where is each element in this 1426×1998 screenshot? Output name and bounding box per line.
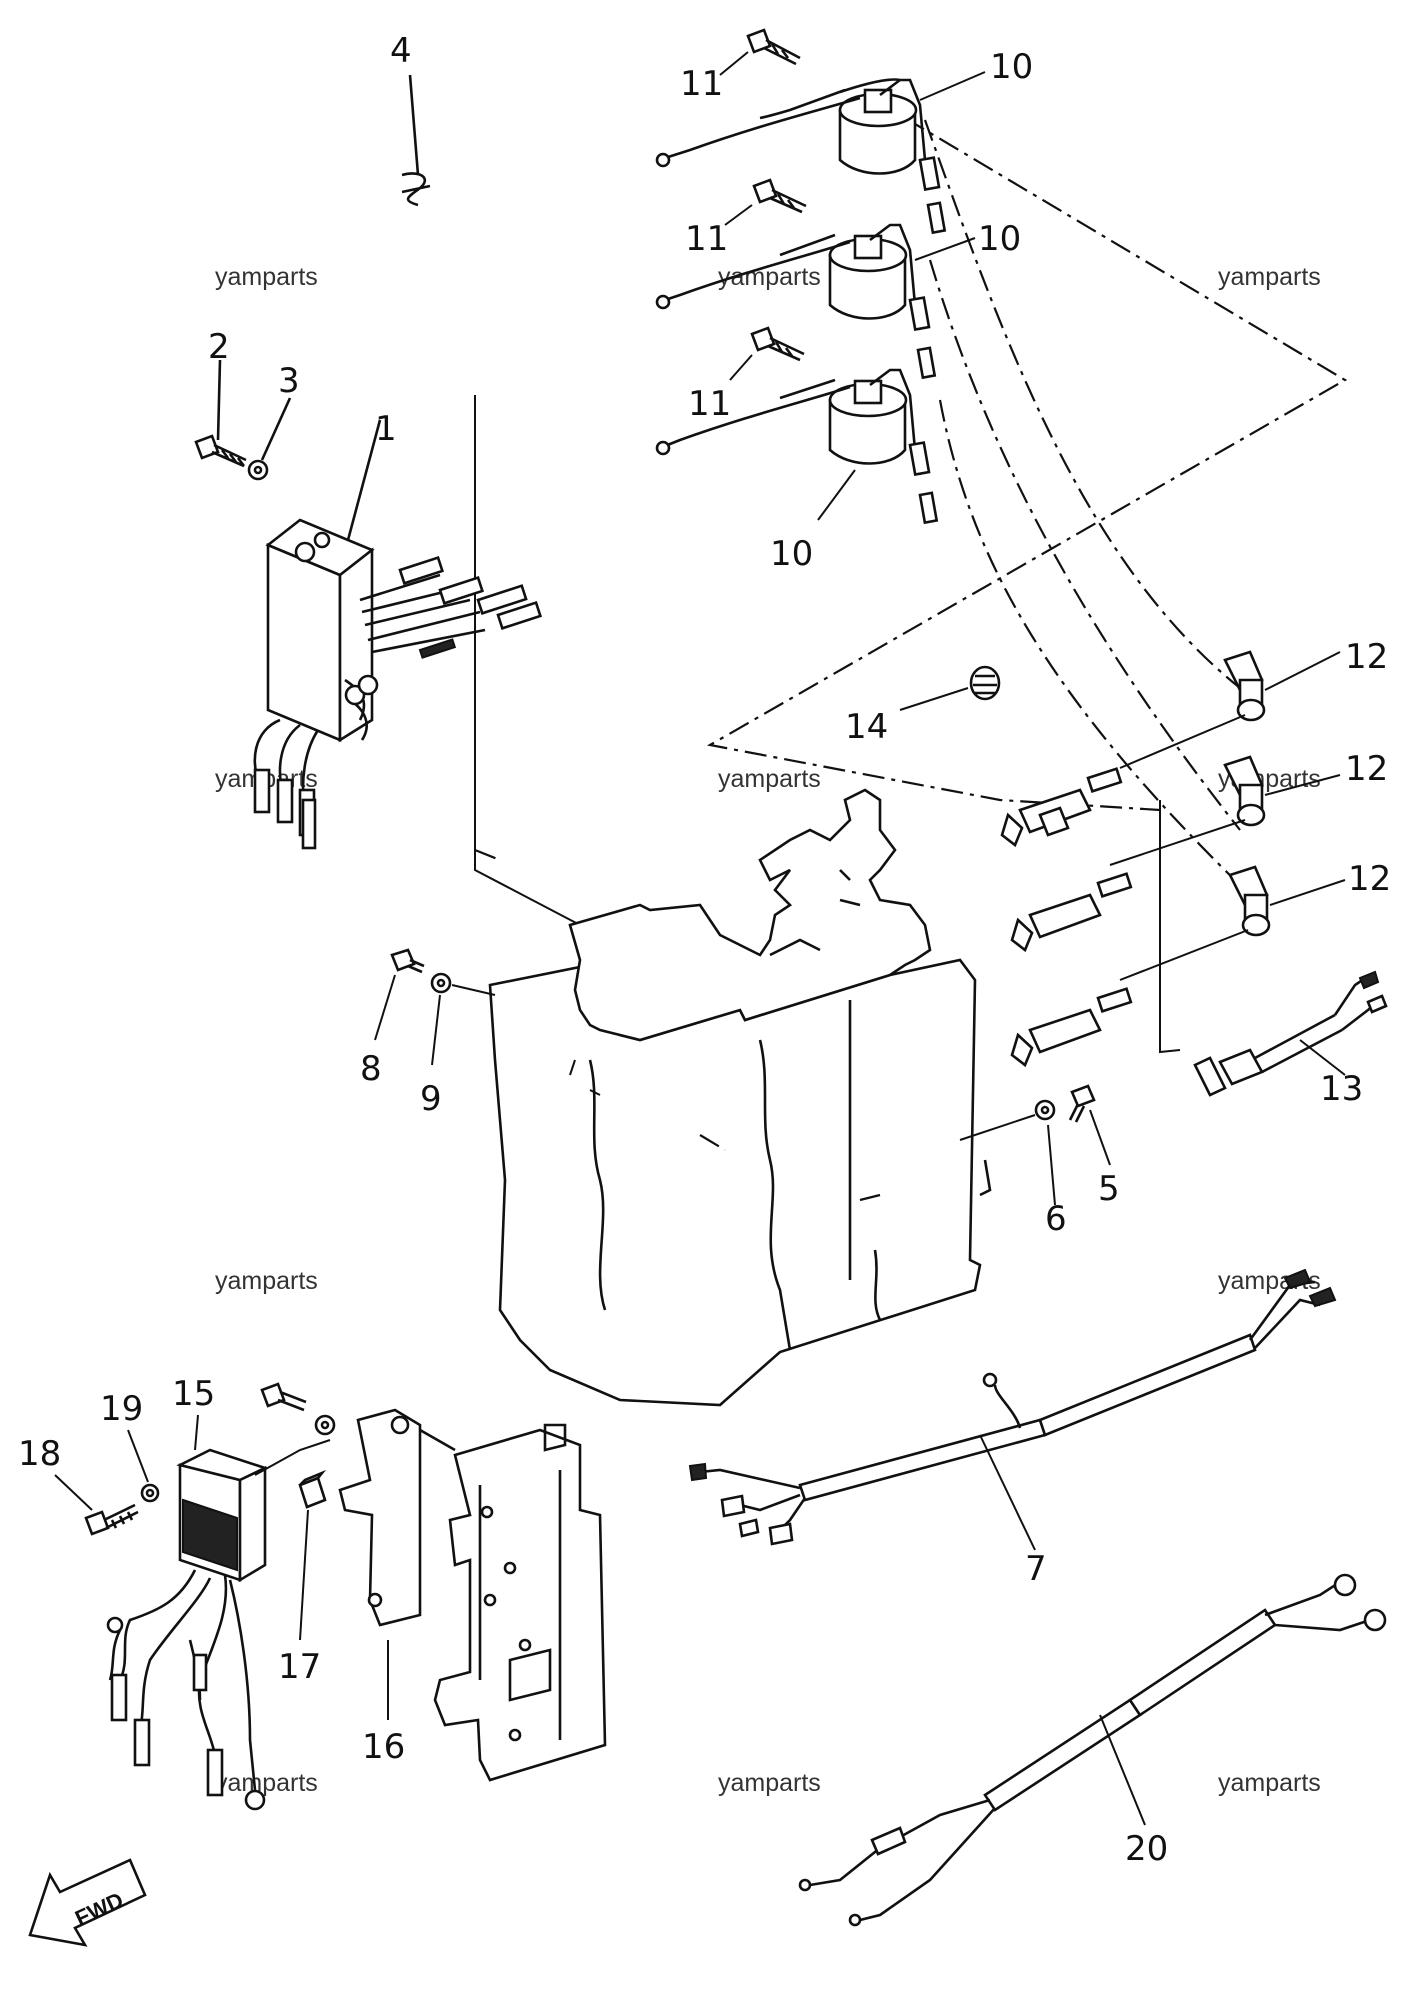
- ignition-coil-part-10-top: [655, 78, 947, 235]
- part-number-11c: 11: [688, 384, 731, 424]
- wire-harness-part-7: [688, 1268, 1337, 1551]
- part-number-9: 9: [420, 1079, 442, 1119]
- part-number-15: 15: [172, 1374, 215, 1414]
- watermark: yamparts: [718, 1769, 821, 1797]
- part-number-7: 7: [1025, 1549, 1047, 1589]
- grommet-part-14: [899, 665, 1001, 711]
- routing-lines: [474, 117, 1348, 1054]
- part-number-1: 1: [375, 409, 397, 449]
- plug-cap-part-12-b: [1109, 755, 1341, 866]
- watermark: yamparts: [215, 1267, 318, 1295]
- bolt-part-11-b: [724, 178, 807, 226]
- washer-part-19: [127, 1429, 160, 1503]
- bolt-part-2: [194, 359, 247, 468]
- sensor-part-13: [1193, 970, 1388, 1097]
- part-number-18: 18: [18, 1434, 61, 1474]
- watermark: yamparts: [1218, 263, 1321, 291]
- bolt-part-18: [54, 1474, 139, 1536]
- washer-part-3: [247, 397, 292, 481]
- rectifier-part-15: [106, 1414, 331, 1811]
- plug-cap-part-12-c: [1119, 865, 1346, 981]
- watermark: yamparts: [215, 263, 318, 291]
- part-number-13: 13: [1320, 1069, 1363, 1109]
- part-number-4: 4: [390, 31, 412, 71]
- bracket-part-16: [260, 1382, 456, 1720]
- spark-plug-3: [1010, 987, 1133, 1068]
- washer-part-9: [430, 972, 496, 1066]
- watermark: yamparts: [215, 1769, 318, 1797]
- part-number-17: 17: [278, 1647, 321, 1687]
- part-number-8: 8: [360, 1049, 382, 1089]
- part-number-3: 3: [278, 361, 300, 401]
- part-number-12c: 12: [1348, 859, 1391, 899]
- plug-cap-part-12-a: [1119, 650, 1341, 769]
- part-number-10a: 10: [990, 47, 1033, 87]
- watermark: yamparts: [1218, 1769, 1321, 1797]
- ignition-coil-part-10-mid: [655, 223, 937, 380]
- part-callouts: 4 2 3 1 11 10 11 10 11 10 12 11 14 12 12…: [18, 31, 1391, 1869]
- engine-block: [488, 788, 992, 1407]
- clip-part-4: [401, 74, 431, 207]
- spark-plug-1: [1000, 767, 1123, 848]
- bolt-part-5: [1068, 1084, 1111, 1166]
- watermark: yamparts: [718, 765, 821, 793]
- part-number-6: 6: [1045, 1199, 1067, 1239]
- part-number-16: 16: [362, 1727, 405, 1767]
- part-number-12a: 12: [1345, 637, 1388, 677]
- forward-arrow: FWD: [28, 1858, 147, 1947]
- part-number-11b: 11: [685, 219, 728, 259]
- washer-part-6: [959, 1099, 1056, 1206]
- relay-part-17: [298, 1469, 327, 1641]
- cdi-unit-part-1: [253, 419, 543, 850]
- bolt-part-11-c: [729, 326, 805, 381]
- part-number-19: 19: [100, 1389, 143, 1429]
- mounting-plate: [433, 1423, 607, 1782]
- part-number-20: 20: [1125, 1829, 1168, 1869]
- wire-harness-part-20: [798, 1573, 1387, 1927]
- spark-plug-2: [1010, 872, 1133, 953]
- part-number-10c: 10: [770, 534, 813, 574]
- ignition-coil-part-10-bottom: [655, 368, 939, 525]
- bolt-part-11-a: [719, 28, 801, 76]
- bolt-part-8: [374, 948, 425, 1041]
- part-number-2: 2: [208, 327, 230, 367]
- part-number-10b: 10: [978, 219, 1021, 259]
- part-number-14-label: 14: [845, 707, 888, 747]
- part-number-11a: 11: [680, 64, 723, 104]
- part-number-5: 5: [1098, 1169, 1120, 1209]
- part-number-12b: 12: [1345, 749, 1388, 789]
